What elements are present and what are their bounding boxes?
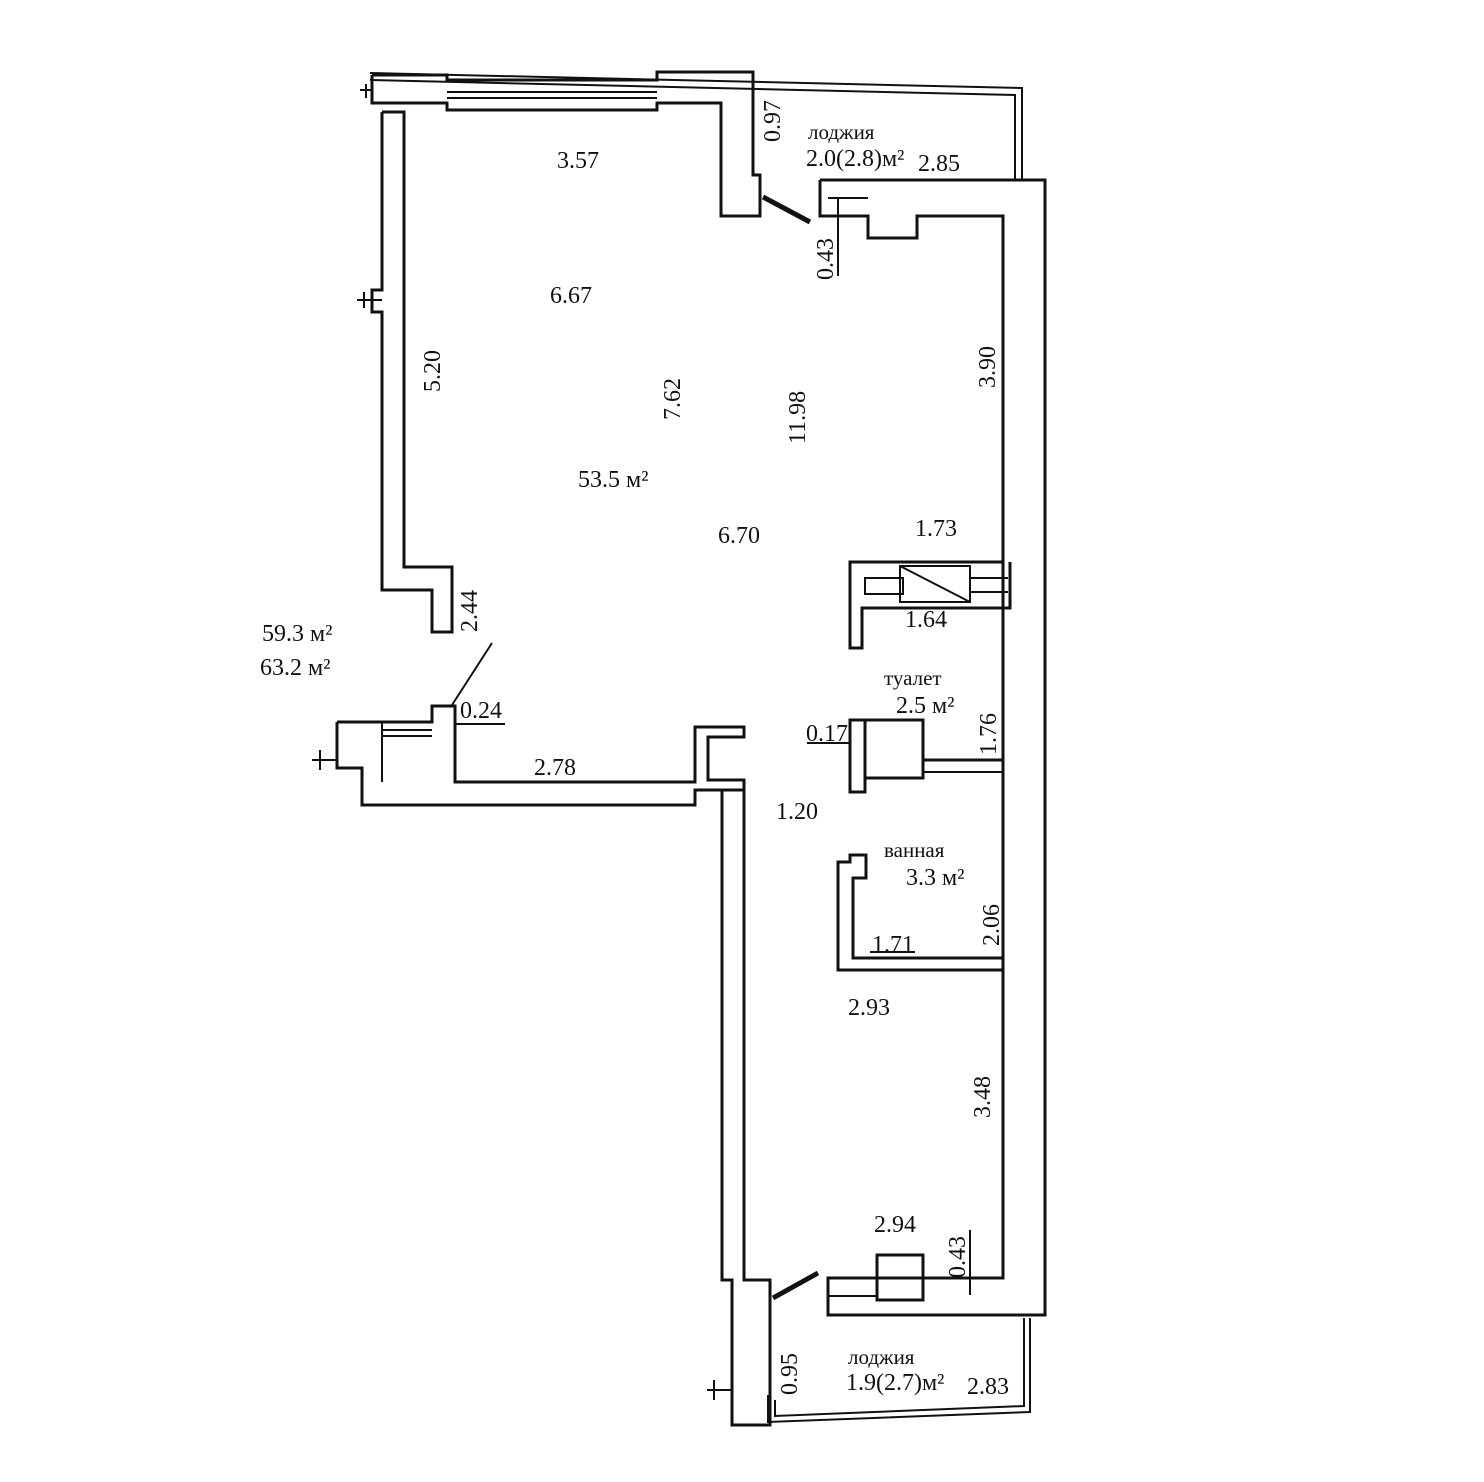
label-bottom-loggia-name: лоджия	[848, 1345, 915, 1369]
label-corridor-width: 2.78	[534, 755, 576, 781]
label-bottom-loggia-depth: 0.95	[777, 1353, 803, 1395]
label-right-upper-height: 3.90	[975, 346, 1001, 388]
label-bottom-small: 0.43	[945, 1236, 971, 1278]
label-left-notch: 2.44	[457, 590, 483, 632]
label-lower-width: 6.70	[718, 523, 760, 549]
label-toilet-height: 1.76	[976, 713, 1002, 755]
label-toilet-area: 2.5 м²	[896, 693, 954, 719]
bottom-loggia-frame	[767, 1318, 1031, 1424]
top-loggia-door	[761, 194, 812, 225]
top-wall	[360, 70, 762, 218]
label-top-loggia-depth: 0.97	[760, 100, 786, 142]
dimension-labels: 3.57 6.67 5.20 7.62 11.98 53.5 м² 6.70 2…	[260, 100, 1009, 1400]
label-top-width: 3.57	[557, 148, 599, 174]
label-mid-height: 7.62	[660, 378, 686, 420]
label-toilet-name: туалет	[884, 666, 942, 690]
label-top-loggia-width: 2.85	[918, 151, 960, 177]
stair-block	[848, 560, 1012, 650]
label-bath-area: 3.3 м²	[906, 865, 964, 891]
label-left-height: 5.20	[420, 350, 446, 392]
right-outer-wall	[818, 178, 1047, 1317]
label-living-area: 53.5 м²	[578, 467, 648, 493]
label-bottom-loggia-area: 1.9(2.7)м²	[846, 1370, 944, 1396]
label-gross-area: 63.2 м²	[260, 655, 330, 681]
label-bath-name: ванная	[884, 838, 945, 862]
label-right-notch-width: 1.73	[915, 516, 957, 542]
label-toilet-017: 0.17	[806, 721, 848, 747]
label-upper-width: 6.67	[550, 283, 592, 309]
label-top-loggia-area: 2.0(2.8)м²	[806, 146, 904, 172]
entrance-wall	[312, 642, 746, 807]
label-lower-room-width: 2.93	[848, 995, 890, 1021]
left-wall	[357, 110, 454, 634]
label-bottom-window-width: 2.94	[874, 1212, 916, 1238]
bottom-loggia-door	[771, 1270, 820, 1301]
label-bottom-loggia-width: 2.83	[967, 1374, 1009, 1400]
label-top-small: 0.43	[813, 238, 839, 280]
corridor-wall	[707, 790, 772, 1427]
label-corridor-depth: 1.20	[776, 799, 818, 825]
label-stair-width: 1.64	[905, 607, 947, 633]
label-small-024: 0.24	[460, 698, 502, 724]
toilet-block	[807, 718, 1003, 794]
label-bath-height: 2.06	[979, 904, 1005, 946]
label-bath-width: 1.71	[872, 932, 914, 958]
label-net-area: 59.3 м²	[262, 621, 332, 647]
bath-block	[836, 853, 1003, 972]
label-total-height: 11.98	[785, 391, 811, 444]
top-loggia-frame	[369, 72, 1023, 180]
label-lower-room-height: 3.48	[970, 1076, 996, 1118]
label-top-loggia-name: лоджия	[808, 120, 875, 144]
